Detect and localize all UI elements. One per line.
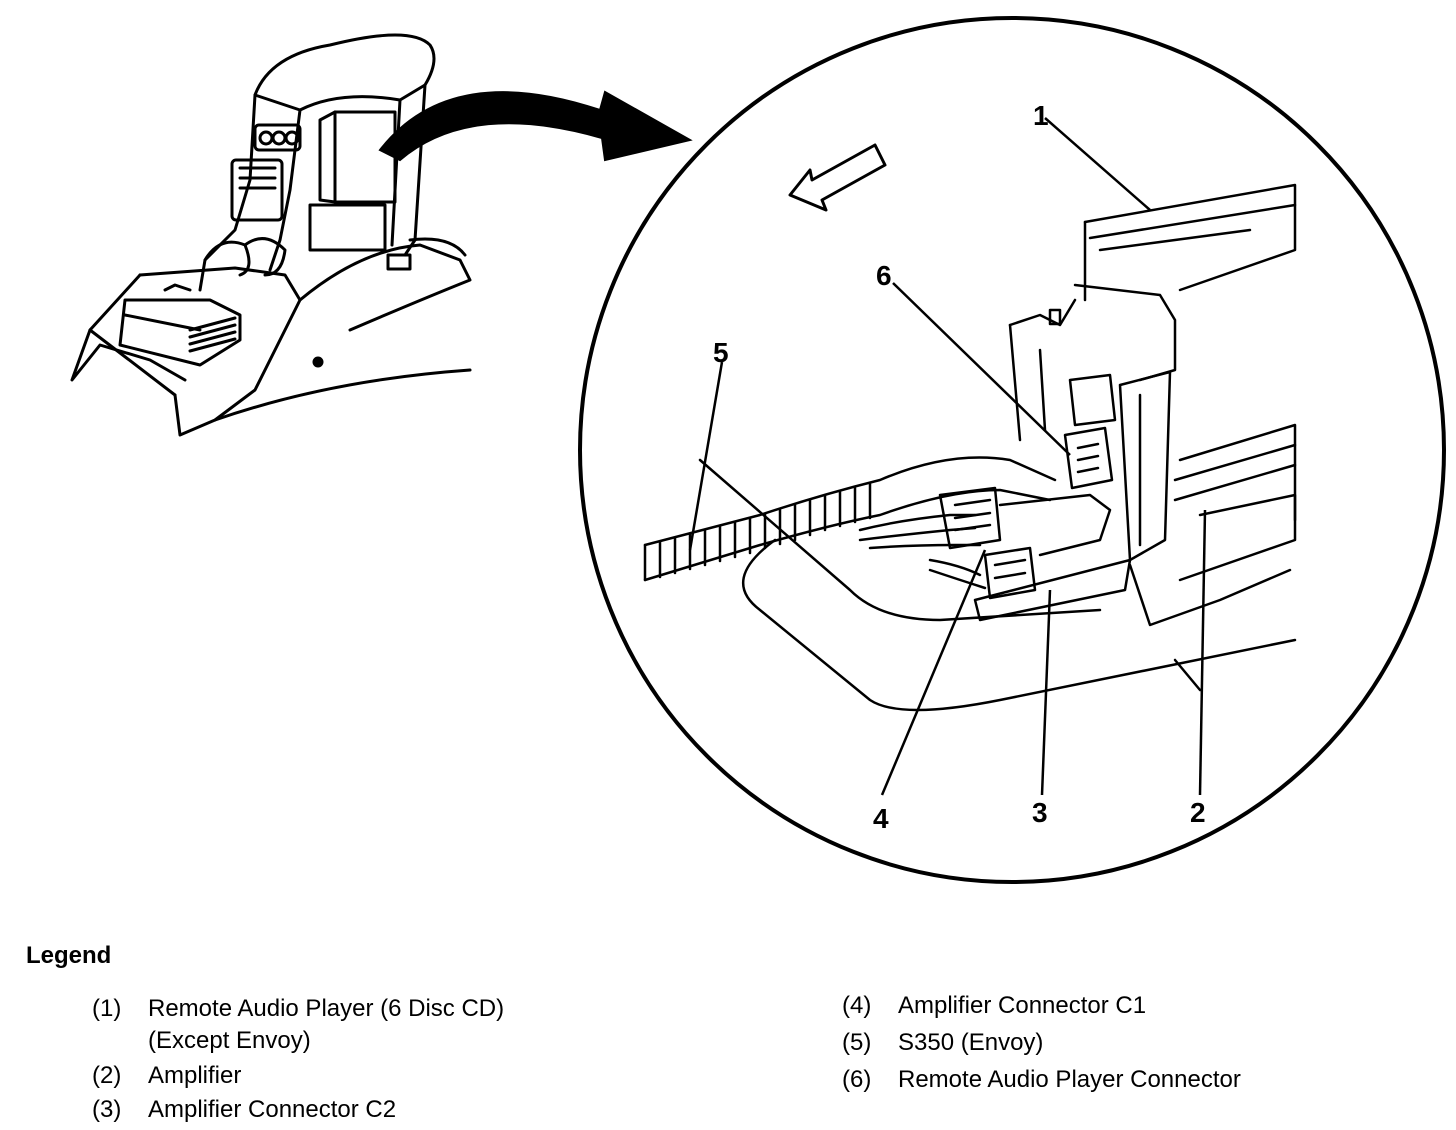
legend-item-1: (1) Remote Audio Player (6 Disc CD) — [92, 993, 504, 1025]
leader-line-4 — [880, 549, 987, 796]
callout-6: 6 — [876, 260, 892, 291]
callout-4: 4 — [873, 803, 889, 834]
leader-line-5 — [688, 361, 724, 551]
leader-line-2 — [1198, 509, 1207, 796]
detail-view-illustration — [643, 143, 1297, 712]
legend-item-text: Remote Audio Player Connector — [898, 1066, 1241, 1093]
legend-item-text: Amplifier Connector C2 — [148, 1096, 397, 1123]
leader-line-6 — [892, 282, 1071, 456]
legend-item-5: (5) S350 (Envoy) — [842, 1027, 1043, 1059]
legend-item-2: (2) Amplifier — [92, 1060, 241, 1092]
callout-5: 5 — [713, 337, 729, 368]
legend-item-number: (6) — [842, 1066, 872, 1093]
legend-item-number: (2) — [92, 1062, 122, 1089]
legend-item-4: (4) Amplifier Connector C1 — [842, 990, 1146, 1022]
legend-item-text: S350 (Envoy) — [898, 1029, 1044, 1056]
callout-labels: 1 2 3 4 5 6 — [713, 100, 1206, 834]
leader-lines — [688, 117, 1207, 796]
legend-item-text: Amplifier Connector C1 — [898, 992, 1147, 1019]
legend-item-text: Remote Audio Player (6 Disc CD) — [148, 995, 505, 1022]
callout-1: 1 — [1033, 100, 1049, 131]
legend-item-3: (3) Amplifier Connector C2 — [92, 1094, 396, 1126]
leader-line-1 — [1044, 117, 1151, 211]
legend-title: Legend — [26, 942, 112, 969]
legend-item-6: (6) Remote Audio Player Connector — [842, 1064, 1241, 1096]
leader-line-3 — [1040, 589, 1052, 796]
forward-arrow-icon — [788, 143, 887, 212]
diagram-canvas: 1 2 3 4 5 6 — [70, 16, 1446, 884]
legend-item-text: Amplifier — [148, 1062, 242, 1089]
legend-item-number: (5) — [842, 1029, 872, 1056]
console-overview-illustration — [70, 33, 472, 437]
legend-item-number: (4) — [842, 992, 872, 1019]
legend-item-number: (3) — [92, 1096, 122, 1123]
detail-view-circle — [578, 16, 1446, 884]
callout-3: 3 — [1032, 797, 1048, 828]
callout-2: 2 — [1190, 797, 1206, 828]
legend-item-1-continuation: (Except Envoy) — [148, 1027, 311, 1054]
legend-item-number: (1) — [92, 995, 122, 1022]
zoom-pointer-arrow — [378, 90, 693, 162]
